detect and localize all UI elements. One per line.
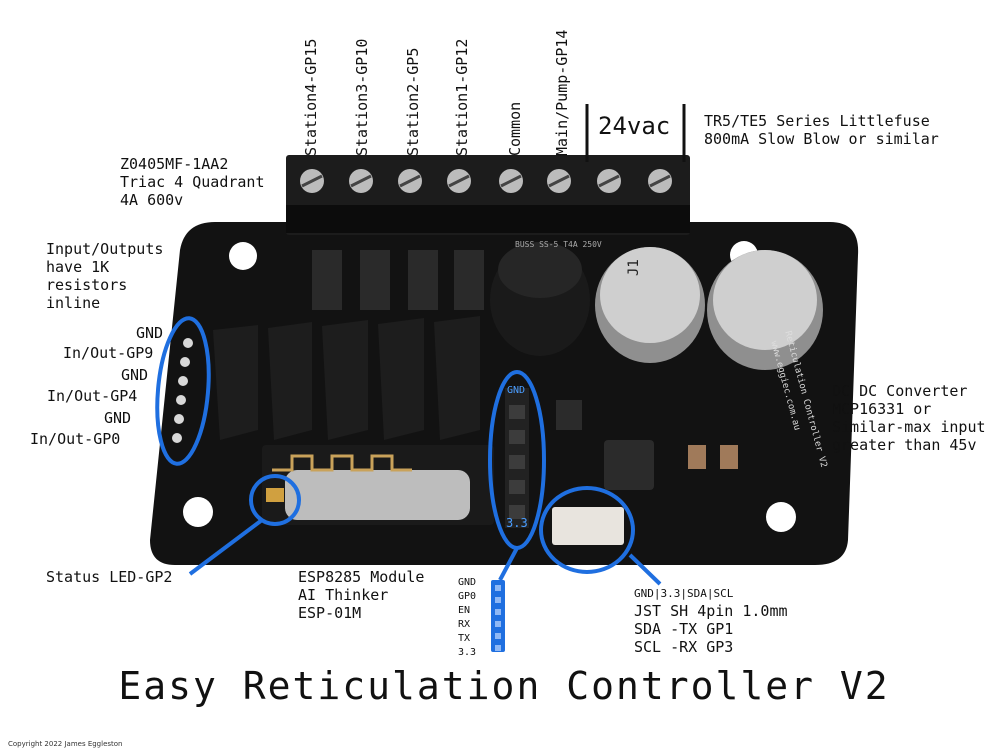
terminal-label-common: Common bbox=[506, 101, 524, 156]
terminal-label-station1: Station1-GP12 bbox=[453, 38, 471, 156]
terminal-screws bbox=[300, 169, 672, 193]
led-highlight bbox=[249, 474, 301, 526]
cap-text-1: J1 bbox=[626, 259, 642, 276]
header-breakout bbox=[491, 580, 505, 652]
io-pin-label: GND bbox=[104, 409, 132, 427]
mount-hole bbox=[229, 242, 257, 270]
terminal-label-station2: Station2-GP5 bbox=[404, 47, 422, 156]
status-led-part bbox=[266, 488, 284, 502]
mount-hole bbox=[183, 497, 213, 527]
io-highlight bbox=[155, 316, 211, 466]
io-pin-label: In/Out-GP9 bbox=[63, 344, 154, 362]
status-led-label: Status LED-GP2 bbox=[46, 568, 173, 586]
terminal-label-station3: Station3-GP10 bbox=[353, 38, 371, 156]
mount-hole bbox=[766, 502, 796, 532]
terminal-label-main-pump: Main/Pump-GP14 bbox=[553, 29, 571, 156]
jst-connector bbox=[552, 507, 624, 545]
jst-highlight bbox=[539, 486, 635, 574]
terminal-label-station4: Station4-GP15 bbox=[302, 38, 320, 156]
power-label: 24vac bbox=[598, 112, 671, 140]
fuse-text: BUSS SS-5 T4A 250V bbox=[515, 240, 602, 249]
io-pin-label: GND bbox=[136, 324, 164, 342]
io-pin-label: In/Out-GP0 bbox=[30, 430, 121, 448]
capacitors bbox=[595, 247, 823, 370]
io-pin-label: In/Out-GP4 bbox=[47, 387, 138, 405]
io-pads bbox=[172, 338, 193, 443]
copyright: Copyright 2022 James Eggleston bbox=[8, 740, 123, 748]
header-top-label: GND bbox=[507, 385, 526, 396]
io-pin-label: GND bbox=[121, 366, 149, 384]
page-title: Easy Reticulation Controller V2 bbox=[118, 664, 890, 708]
header-bottom-label: 3.3 bbox=[506, 516, 528, 530]
triacs bbox=[213, 316, 480, 440]
jst-pins-label: GND|3.3|SDA|SCL bbox=[634, 587, 734, 600]
